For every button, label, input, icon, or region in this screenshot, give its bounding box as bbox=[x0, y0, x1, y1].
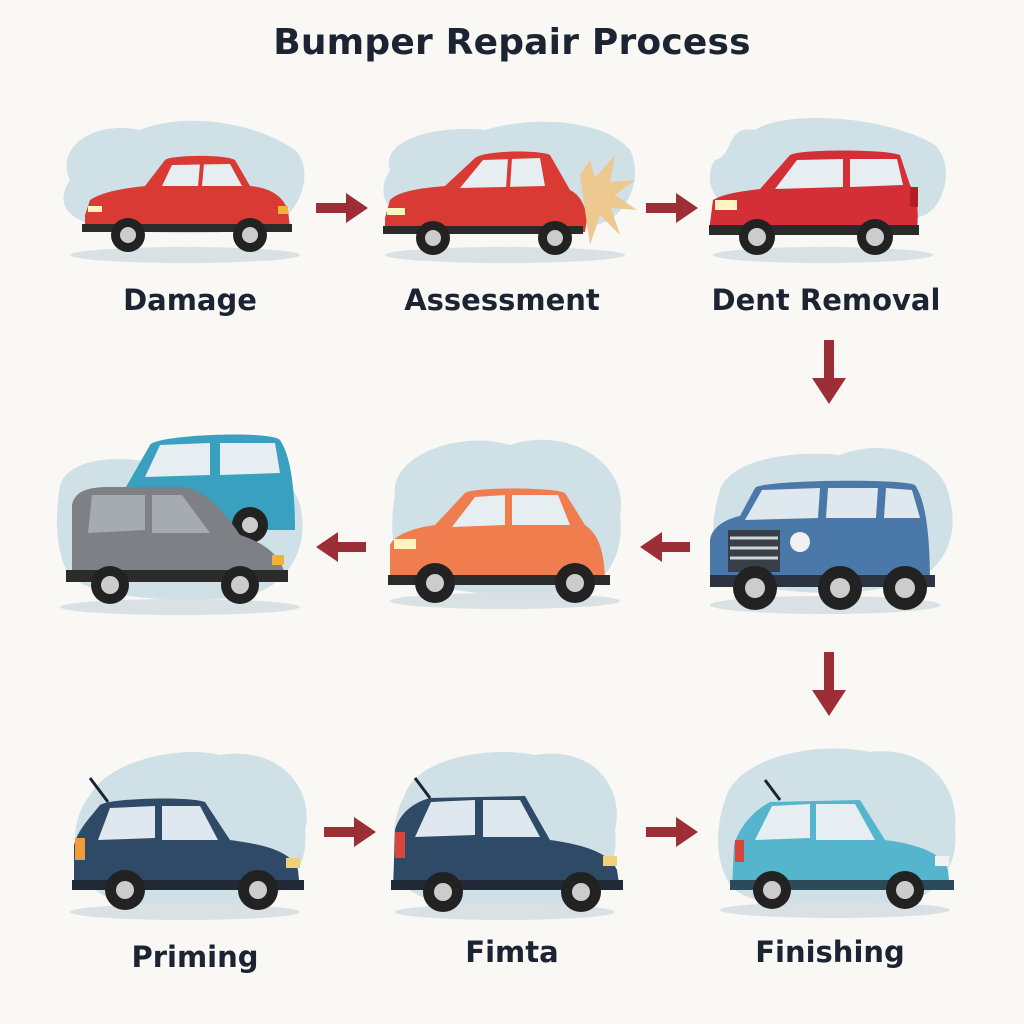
stage-fimta bbox=[385, 740, 630, 920]
stage-label-assessment: Assessment bbox=[404, 283, 600, 317]
stage-assessment bbox=[375, 110, 645, 270]
light-blue-hatchback-icon bbox=[718, 748, 956, 918]
stage-damage bbox=[50, 110, 310, 270]
stage-label-priming: Priming bbox=[131, 940, 259, 974]
navy-wagon-icon bbox=[70, 751, 307, 920]
diagram-title: Bumper Repair Process bbox=[273, 22, 751, 63]
stage-dent-removal bbox=[705, 105, 955, 270]
stage-label-damage: Damage bbox=[123, 283, 257, 317]
gray-van-teal-van-icon bbox=[57, 434, 303, 615]
stage-label-dent-removal: Dent Removal bbox=[711, 283, 941, 317]
stage-label-finishing: Finishing bbox=[755, 935, 905, 969]
arrow-left-icon bbox=[640, 532, 690, 562]
arrow-right-icon bbox=[316, 193, 368, 223]
stage-4 bbox=[700, 430, 960, 620]
stage-finishing bbox=[710, 740, 965, 920]
arrow-right-icon bbox=[646, 193, 698, 223]
red-sedan-icon bbox=[63, 120, 305, 263]
arrow-left-icon bbox=[316, 532, 366, 562]
red-suv-icon bbox=[709, 118, 946, 263]
stage-priming bbox=[60, 740, 320, 920]
red-hatchback-impact-icon bbox=[383, 121, 637, 263]
arrow-right-icon bbox=[646, 817, 698, 847]
blue-suv-icon bbox=[710, 447, 953, 614]
stage-5 bbox=[380, 425, 630, 615]
arrow-down-icon bbox=[812, 652, 846, 716]
stage-label-fimta: Fimta bbox=[465, 935, 559, 969]
arrow-down-icon bbox=[812, 340, 846, 404]
navy-hatchback-icon bbox=[391, 751, 623, 920]
stage-6 bbox=[50, 425, 320, 625]
orange-hatchback-icon bbox=[388, 439, 622, 609]
arrow-right-icon bbox=[324, 817, 376, 847]
